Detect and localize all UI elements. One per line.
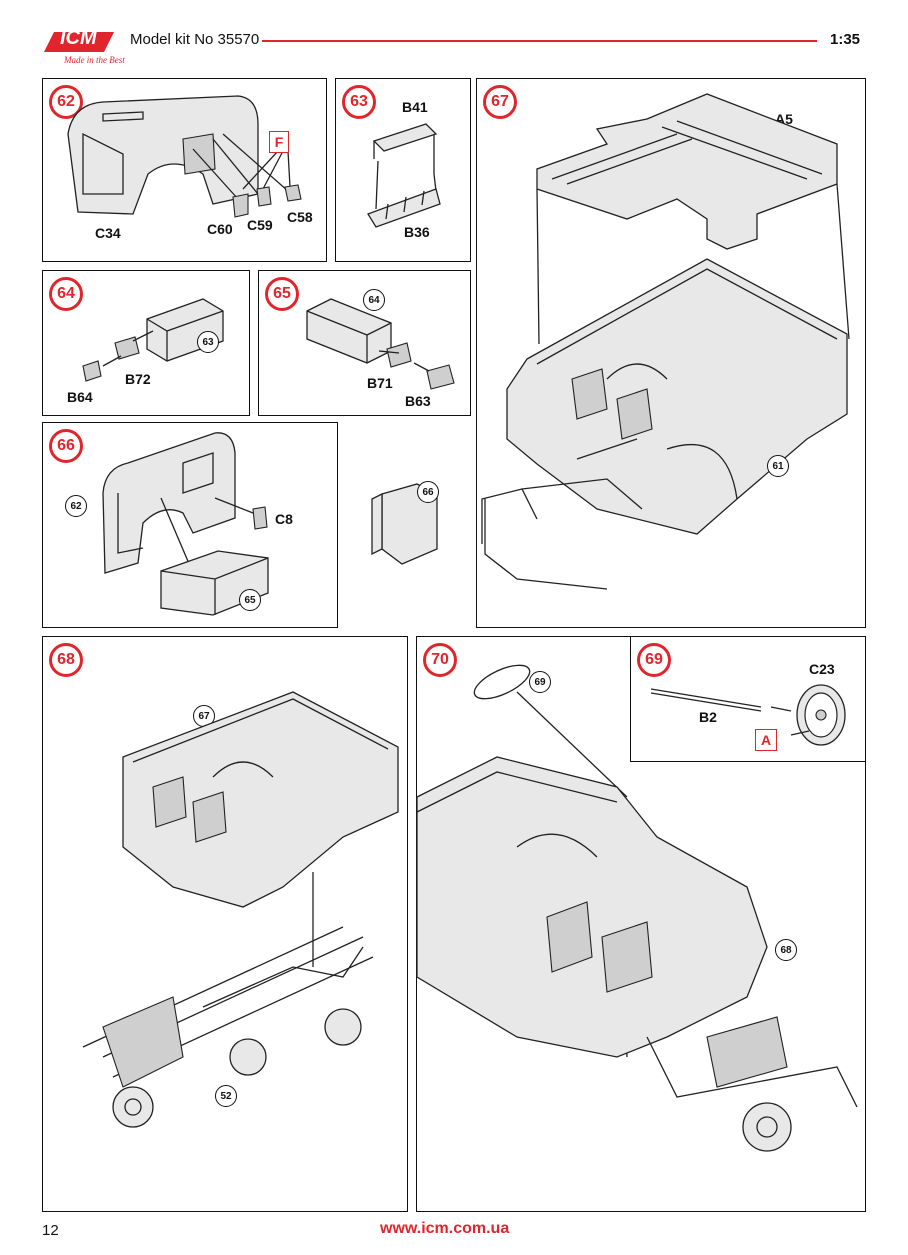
panel-assembly-drawing-66 — [102, 432, 269, 616]
part-label-b63: B63 — [405, 393, 431, 409]
ref-66: 66 — [417, 481, 439, 503]
body-assembly-drawing-68 — [122, 691, 399, 967]
part-label-b36: B36 — [404, 224, 430, 240]
step-badge-63: 63 — [342, 85, 376, 119]
step-badge-66: 66 — [49, 429, 83, 463]
panel-step-68: 68 67 52 — [42, 636, 408, 1212]
step-badge-69: 69 — [637, 643, 671, 677]
brand-name: ICM — [60, 27, 97, 49]
part-label-c59: C59 — [247, 217, 273, 233]
scale-label: 1:35 — [830, 31, 861, 48]
ref-65: 65 — [239, 589, 261, 611]
jeep-body-drawing — [481, 258, 848, 590]
part-label-b41: B41 — [402, 99, 428, 115]
floor-panel-a5-drawing — [536, 93, 850, 345]
seat-parts-drawing-63 — [367, 123, 441, 228]
icm-logo — [44, 32, 114, 52]
ref-63: 63 — [197, 331, 219, 353]
vehicle-assembly-drawing-70 — [416, 756, 858, 1152]
battery-box-drawing-65 — [306, 298, 455, 390]
step-badge-65: 65 — [265, 277, 299, 311]
step-badge-70: 70 — [423, 643, 457, 677]
chassis-drawing-68 — [82, 926, 374, 1128]
arrows-62 — [192, 133, 302, 218]
part-label-b64: B64 — [67, 389, 93, 405]
glue-mark-a: A — [755, 729, 777, 751]
step-badge-68: 68 — [49, 643, 83, 677]
part-label-c8: C8 — [275, 511, 293, 527]
part-label-c60: C60 — [207, 221, 233, 237]
ref-52: 52 — [215, 1085, 237, 1107]
ref-69: 69 — [529, 671, 551, 693]
step-badge-64: 64 — [49, 277, 83, 311]
panel-step-63: 63 B41 B36 — [335, 78, 471, 262]
part-label-c23: C23 — [809, 661, 835, 677]
panel-step-64: 64 63 B72 B64 — [42, 270, 250, 416]
glue-mark-f: F — [269, 131, 289, 153]
panel-step-62: 62 F C34 C60 C59 C58 — [42, 78, 327, 262]
panel-step-67: 67 A5 66 61 — [371, 78, 866, 628]
panel-step-65: 65 64 B71 B63 — [258, 270, 471, 416]
step-badge-67: 67 — [483, 85, 517, 119]
steering-wheel-drawing-69 — [650, 684, 846, 746]
brand-tagline: Made in the Best — [64, 55, 125, 65]
panel-step-69: 69 C23 B2 A — [630, 636, 866, 762]
part-label-b72: B72 — [125, 371, 151, 387]
part-label-c34: C34 — [95, 225, 121, 241]
website-link[interactable]: www.icm.com.ua — [380, 1220, 510, 1237]
kit-label: Model kit No 35570 — [130, 31, 260, 48]
ref-68: 68 — [775, 939, 797, 961]
part-label-c58: C58 — [287, 209, 313, 225]
page-number: 12 — [42, 1222, 59, 1239]
dashboard-panel-drawing — [67, 95, 259, 215]
ref-61: 61 — [767, 455, 789, 477]
radio-box-drawing-66 — [371, 483, 438, 565]
header-rule — [262, 40, 817, 42]
ref-62: 62 — [65, 495, 87, 517]
part-label-b71: B71 — [367, 375, 393, 391]
panel-step-66: 66 62 C8 65 — [42, 422, 338, 628]
part-label-b2: B2 — [699, 709, 717, 725]
ref-64: 64 — [363, 289, 385, 311]
